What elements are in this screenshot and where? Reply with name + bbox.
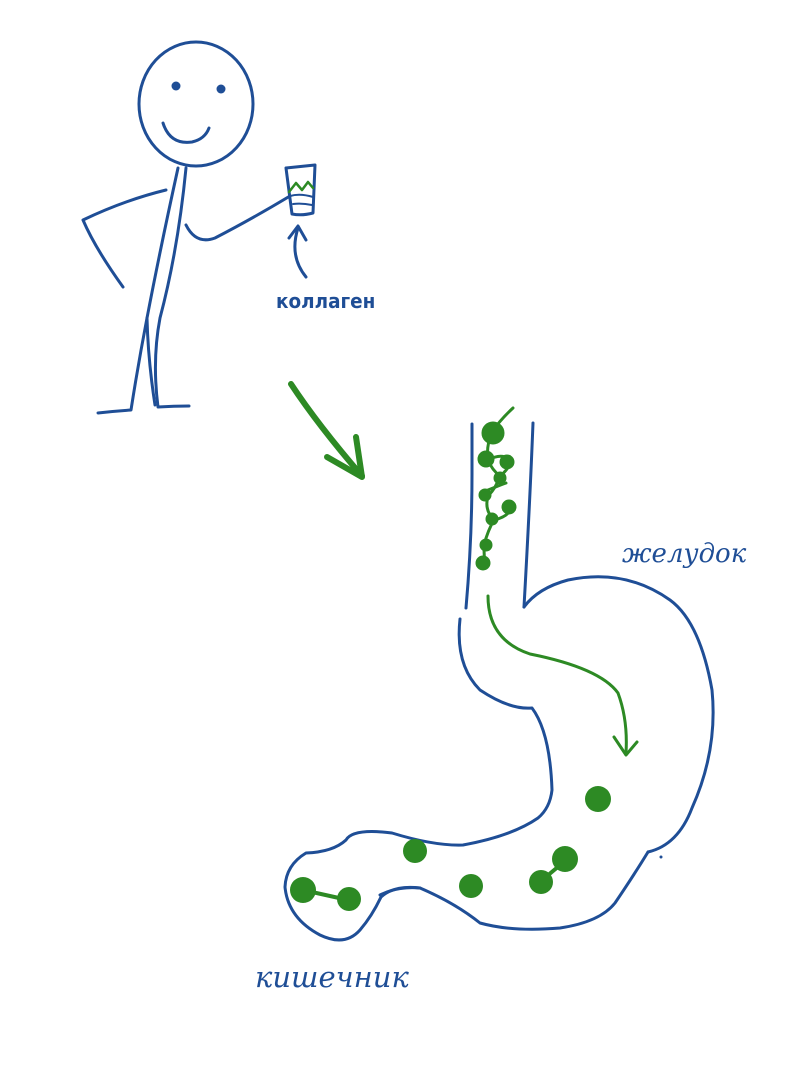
collagen-bead xyxy=(481,421,505,445)
figure-body-right xyxy=(153,166,191,409)
stomach-inner-wall xyxy=(283,617,650,942)
peptide-fragments xyxy=(290,786,611,911)
peptide-dot xyxy=(337,887,361,911)
figure-right-eye xyxy=(216,84,226,94)
figure-left-arm xyxy=(81,188,168,289)
pointer-arrow xyxy=(287,224,308,279)
flow-arrow xyxy=(288,381,365,480)
figure-body-left xyxy=(96,166,180,415)
label-collagen: коллаген xyxy=(276,289,376,313)
esophagus xyxy=(464,421,535,610)
label-intestine: кишечник xyxy=(255,960,409,994)
intestine-lower-wall xyxy=(378,886,422,897)
collagen-bead xyxy=(478,488,492,502)
peptide-dot xyxy=(459,874,483,898)
collagen-bead xyxy=(479,538,493,552)
collagen-bead xyxy=(493,471,507,485)
esophagus-left-wall xyxy=(464,422,474,610)
figure-left-eye xyxy=(171,81,181,91)
peptide-dot xyxy=(290,877,316,903)
stick-figure xyxy=(81,40,292,415)
glass-outline xyxy=(284,163,317,217)
collagen-bead xyxy=(499,454,515,470)
peptide-dot xyxy=(529,870,553,894)
collagen-chain xyxy=(475,406,517,571)
collagen-bead xyxy=(475,555,491,571)
collagen-bead xyxy=(477,450,495,468)
digestive-tract xyxy=(283,575,715,942)
collagen-bead xyxy=(485,512,499,526)
peptide-dot xyxy=(585,786,611,812)
glass-hand xyxy=(289,193,314,206)
peptide-dot xyxy=(552,846,578,872)
figure-inner-leg xyxy=(145,316,157,407)
stray-dot xyxy=(659,855,663,859)
digestion-arrow xyxy=(486,594,639,757)
figure-head xyxy=(137,40,255,168)
esophagus-right-wall xyxy=(522,421,535,609)
stomach-outer-wall xyxy=(522,575,715,854)
glass-liquid xyxy=(287,180,315,194)
peptide-dot xyxy=(403,839,427,863)
label-stomach: желудок xyxy=(622,539,747,569)
collagen-bead xyxy=(501,499,517,515)
collagen-glass xyxy=(284,163,317,217)
figure-smile xyxy=(161,121,211,144)
figure-right-arm xyxy=(184,194,292,242)
